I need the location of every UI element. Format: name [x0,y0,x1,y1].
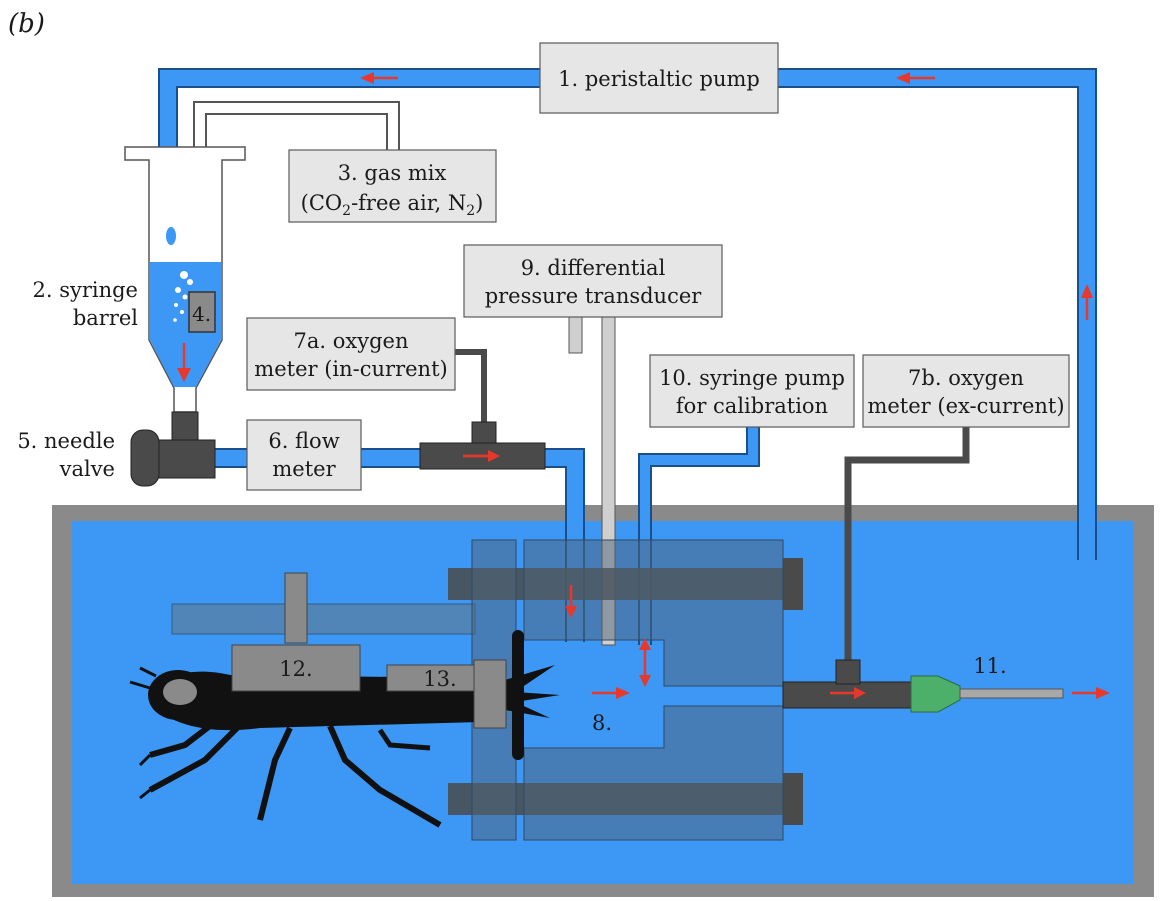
needle-valve [130,411,216,487]
seal-label: 13. [423,667,456,691]
flow-meter-label-1: 6. flow [268,429,339,453]
dpt-box: 9. differential pressure transducer [463,244,723,318]
oxygen-out-label-2: meter (ex-current) [867,394,1064,418]
syringe-barrel: 4. [124,146,246,413]
diffuser-label: 4. [192,302,211,326]
oxygen-out-box: 7b. oxygen meter (ex-current) [862,354,1070,428]
flow-arrows [360,72,1093,699]
dpt-label-2: pressure transducer [485,284,703,308]
calibration-label-2: for calibration [676,394,828,418]
holder-and-seal [231,572,507,729]
outlet-label: 11. [973,654,1006,678]
oxygen-line-out [844,425,970,662]
oxygen-out-label-1: 7b. oxygen [908,366,1024,390]
syringe-label-1: 2. syringe [32,278,138,302]
gas-mix-box: 3. gas mix (CO2-free air, N2) [288,149,497,223]
diffuser-stone [188,291,216,333]
flow-meter-label-2: meter [272,457,336,481]
dpt-label-1: 9. differential [521,256,666,280]
oxygen-in-box: 7a. oxygen meter (in-current) [246,317,456,391]
holder-label: 12. [279,657,312,681]
pump-label: 1. peristaltic pump [558,67,760,91]
pump-box: 1. peristaltic pump [539,42,779,114]
gas-mix-label-2: (CO2-free air, N2) [301,191,484,219]
syringe-label-2: barrel [73,306,138,330]
calibration-label-1: 10. syringe pump [659,366,845,390]
needle-valve-label-2: valve [59,457,115,481]
panel-label: (b) [8,9,45,39]
calibration-box: 10. syringe pump for calibration [649,354,855,428]
oxygen-in-label-2: meter (in-current) [254,357,447,381]
flow-meter-box: 6. flow meter [246,419,362,491]
oxygen-in-label-1: 7a. oxygen [294,329,409,353]
needle-valve-label-1: 5. needle [17,429,115,453]
chamber-label: 8. [592,711,612,735]
gas-mix-label-1: 3. gas mix [338,161,447,185]
